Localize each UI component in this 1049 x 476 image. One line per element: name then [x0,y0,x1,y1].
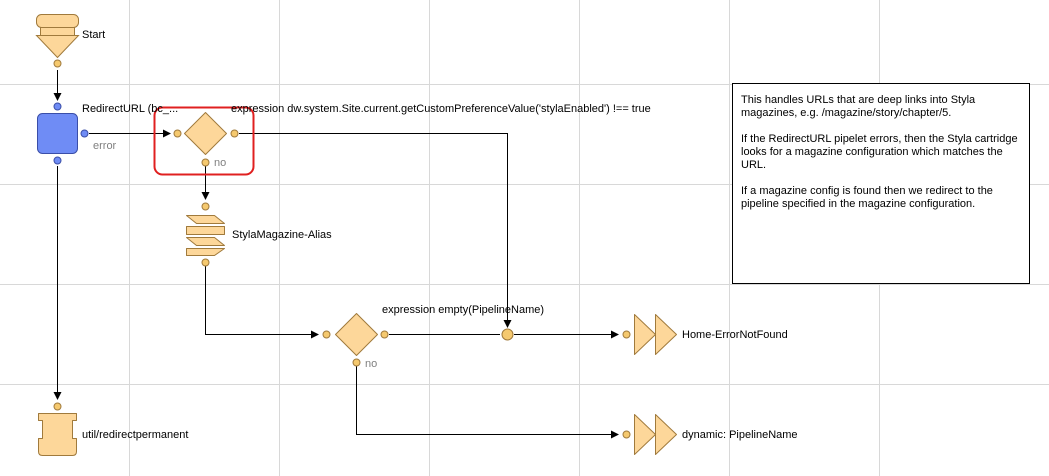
start-out-connector[interactable] [53,59,62,68]
decision1-yes-connector[interactable] [230,129,239,138]
jump-dynamic-in-connector[interactable] [622,430,631,439]
jump-home-label: Home-ErrorNotFound [682,329,788,341]
start-node[interactable] [35,14,80,59]
end-redirect-label: util/redirectpermanent [82,429,189,441]
note-paragraph: If the RedirectURL pipelet errors, then … [741,133,1018,171]
annotation-note[interactable]: This handles URLs that are deep links in… [732,83,1030,284]
decision1-no-connector[interactable] [201,158,210,167]
alias-call-label: StylaMagazine-Alias [232,229,332,241]
decision-styla-expression: expression dw.system.Site.current.getCus… [231,103,651,115]
jump-dynamic-label: dynamic: PipelineName [682,429,798,441]
redirect-error-connector[interactable] [80,129,89,138]
decision1-in-connector[interactable] [173,129,182,138]
jump-node-dynamic[interactable] [634,414,677,455]
jump-home-in-connector[interactable] [622,330,631,339]
jump-node-home[interactable] [634,314,677,355]
transitions [53,70,619,439]
start-label: Start [82,29,106,41]
decision2-no-connector[interactable] [352,358,361,367]
decision2-in-connector[interactable] [322,330,331,339]
alias-in-connector[interactable] [201,202,210,211]
join-node[interactable] [501,328,514,341]
end-node-redirect[interactable] [38,413,77,456]
end-in-connector[interactable] [53,402,62,411]
decision-styla-enabled[interactable] [184,112,227,155]
note-paragraph: If a magazine config is found then we re… [741,185,993,210]
redirect-error-label: error [93,140,117,152]
decision-pipeline-expression: expression empty(PipelineName) [382,304,545,316]
redirect-url-pipelet[interactable] [37,113,78,154]
alias-out-connector[interactable] [201,258,210,267]
decision-pipeline-empty[interactable] [335,313,378,356]
decision-pipeline-no-label: no [365,358,378,370]
decision-styla-no-label: no [214,157,227,169]
redirect-in-connector[interactable] [53,102,62,111]
transition-decision2-no-dynamic [356,366,619,439]
redirect-url-label: RedirectURL (bc_... [82,103,179,115]
transition-alias-decision2 [205,266,319,339]
selection-highlight [153,106,255,176]
call-node-icon[interactable] [186,215,225,256]
redirect-out-connector[interactable] [53,156,62,165]
note-paragraph: This handles URLs that are deep links in… [741,94,976,119]
transition-decision-yes-join [239,133,512,328]
decision2-yes-connector[interactable] [380,330,389,339]
